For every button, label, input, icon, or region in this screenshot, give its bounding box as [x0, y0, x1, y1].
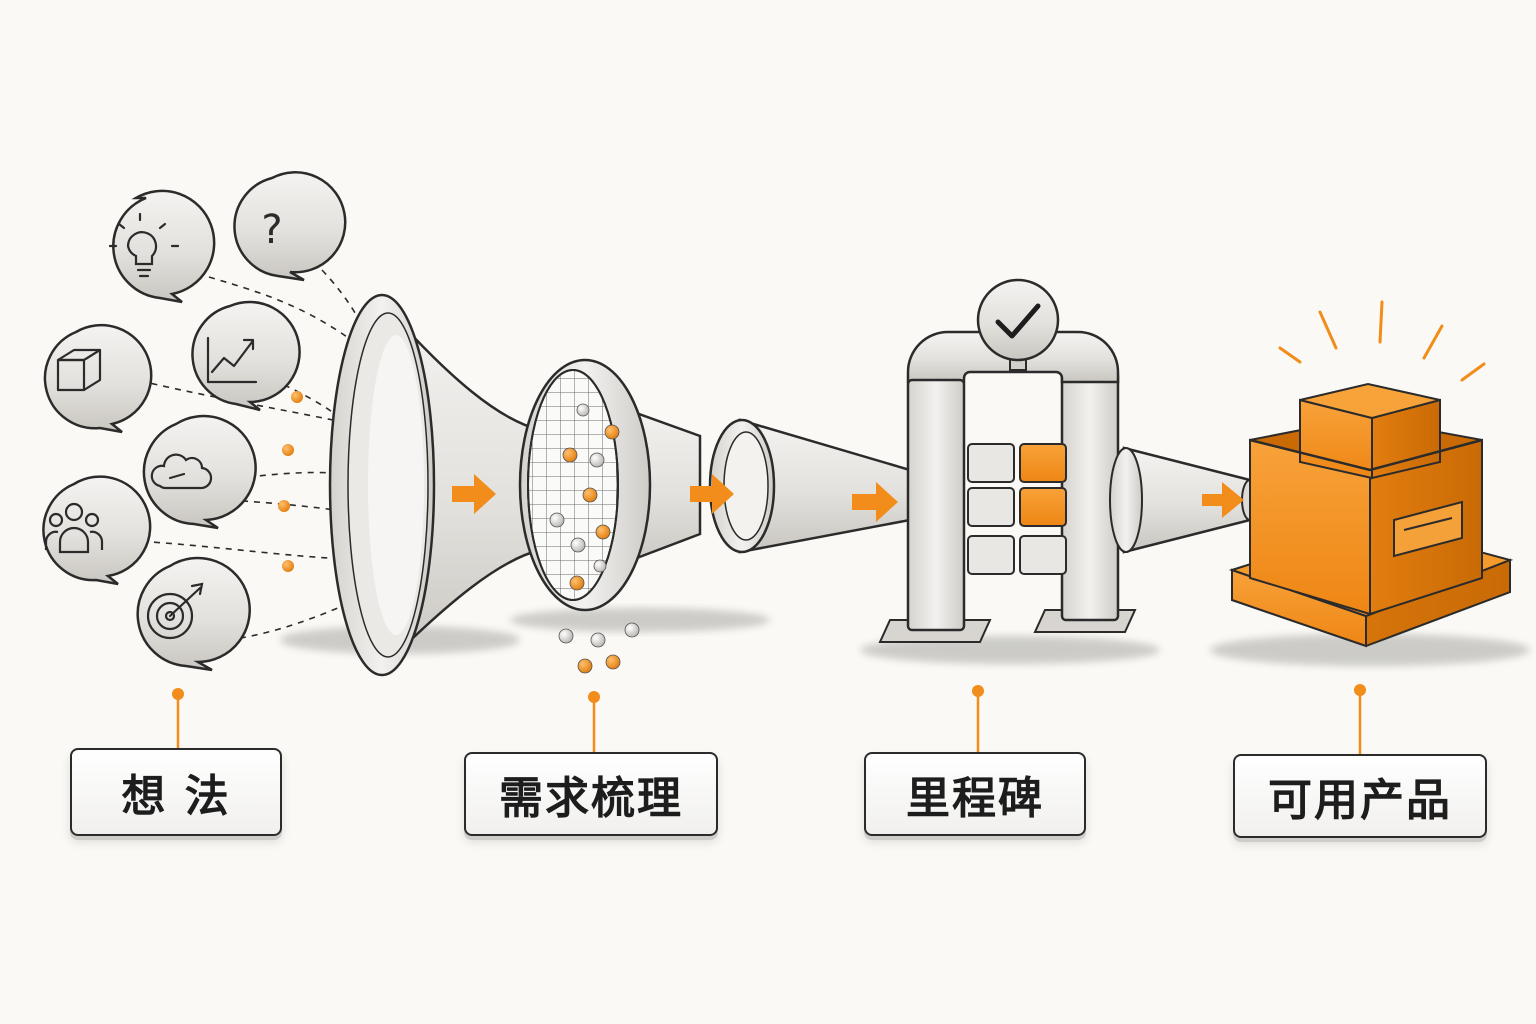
check-badge	[976, 278, 1060, 371]
arrow-4	[1202, 482, 1244, 518]
flow-dots	[278, 391, 303, 572]
arrow-1	[452, 474, 496, 514]
glow-rays	[1278, 300, 1486, 382]
people-group-icon	[44, 502, 104, 554]
falling-balls	[558, 622, 640, 674]
cube-icon	[56, 348, 102, 392]
requirements-sieve	[518, 358, 702, 674]
product-box	[1228, 300, 1514, 648]
growth-chart-icon	[206, 336, 258, 384]
question-mark-icon: ?	[261, 207, 282, 253]
idea-bubble-target	[136, 556, 251, 672]
idea-bubble-lightbulb	[108, 189, 216, 304]
stage-label-requirements: 需求梳理	[464, 752, 718, 836]
target-arrow-icon	[146, 582, 204, 640]
cloud-dash-icon	[150, 453, 213, 490]
idea-bubble-question: ?	[233, 171, 347, 282]
lightbulb-icon	[108, 212, 180, 278]
milestone-tiles	[967, 443, 1067, 575]
stage-label-ideas: 想 法	[70, 748, 282, 836]
idea-bubble-cloud	[142, 414, 257, 530]
milestone-gate	[878, 278, 1137, 643]
arrow-2	[690, 474, 734, 514]
floor-shadows	[280, 608, 1530, 666]
sieve-balls	[549, 403, 620, 591]
idea-bubble-people	[42, 475, 152, 586]
label-connectors	[176, 692, 1362, 754]
intake-funnel	[328, 293, 542, 677]
stage-label-product: 可用产品	[1233, 754, 1487, 838]
idea-bubble-cube	[43, 323, 153, 434]
process-arrows	[452, 474, 1244, 522]
idea-bubble-chart	[191, 300, 301, 412]
stage-label-milestone: 里程碑	[864, 752, 1086, 836]
arrow-3	[852, 482, 898, 522]
checkmark-icon	[995, 303, 1041, 339]
